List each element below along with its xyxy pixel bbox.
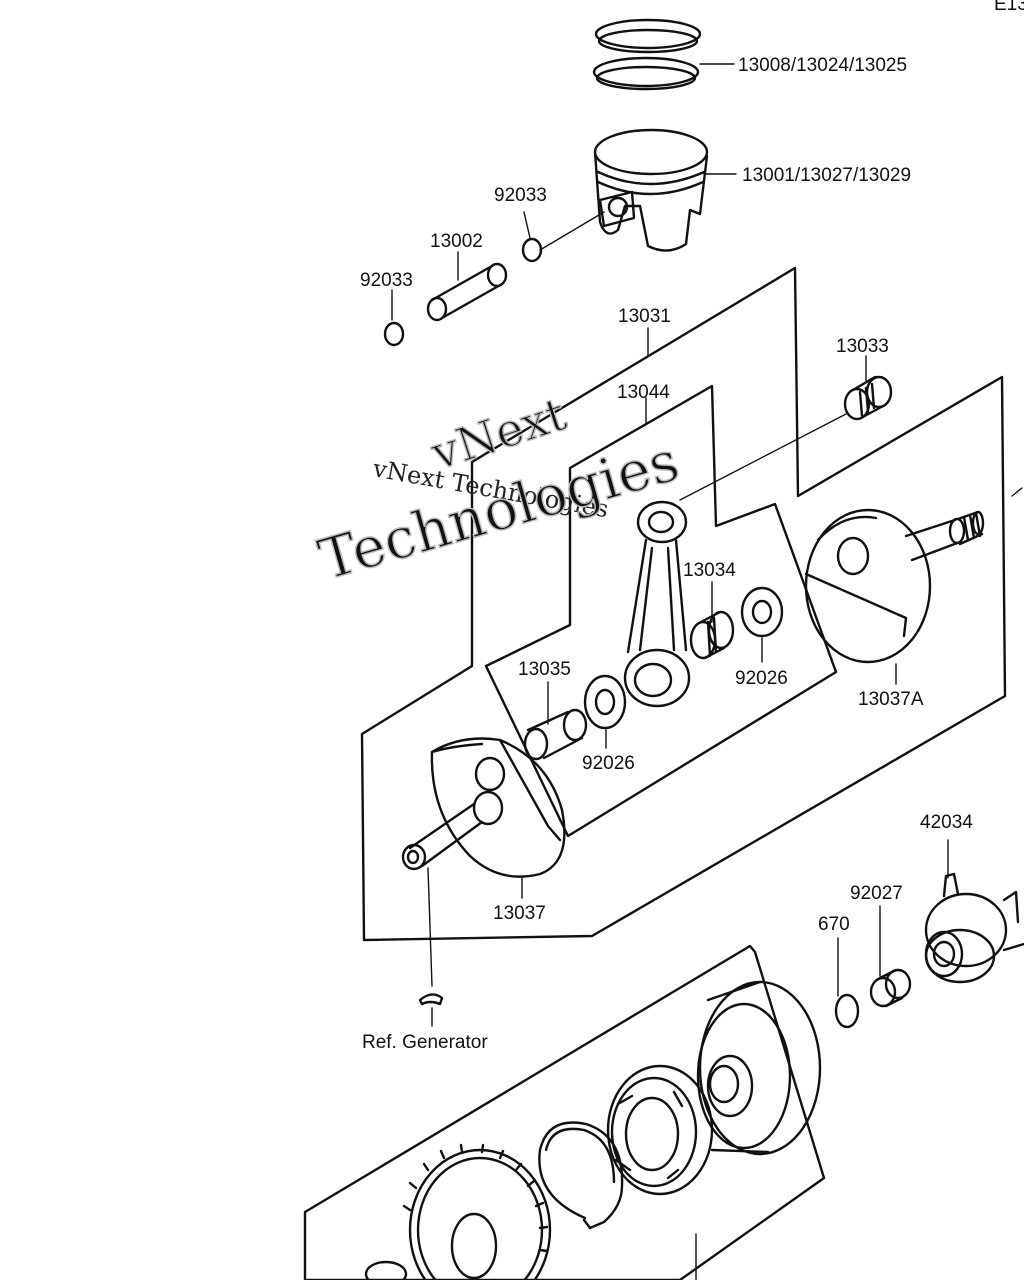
thrust-washer-right <box>740 586 784 638</box>
piston-pin <box>426 262 508 322</box>
big-end-bearing <box>689 610 735 660</box>
label-clip-lower: 92033 <box>360 270 413 291</box>
label-circlip: 670 <box>818 914 850 935</box>
label-ref-generator: Ref. Generator <box>362 1032 488 1053</box>
large-circlip-inner <box>544 1127 616 1184</box>
label-clip-upper: 92033 <box>494 185 547 206</box>
label-crank-pin: 13035 <box>518 659 571 680</box>
conrod-assembly-outline <box>484 384 838 838</box>
large-circlip <box>538 1121 624 1230</box>
small-circlip <box>834 993 860 1029</box>
piston-rings <box>592 18 702 91</box>
label-rings: 13008/13024/13025 <box>738 55 907 76</box>
label-crank-left: 13037 <box>493 903 546 924</box>
thrust-washer-left <box>583 674 627 730</box>
clutch-drum <box>606 1064 714 1196</box>
connecting-rod <box>623 500 691 708</box>
label-small-end-bearing: 13033 <box>836 336 889 357</box>
page-code: E13 <box>994 0 1024 15</box>
label-washer-right: 92026 <box>735 668 788 689</box>
piston <box>593 128 709 252</box>
crank-pin <box>523 708 588 761</box>
label-piston: 13001/13027/13029 <box>742 165 911 186</box>
crank-half-left <box>401 737 566 878</box>
gear <box>402 1143 552 1285</box>
bottom-bearing <box>364 1260 408 1285</box>
crank-half-right <box>804 508 985 664</box>
circlip-lower <box>383 321 405 347</box>
leader-lines <box>391 63 1023 1281</box>
part-labels: E13 13008/13024/13025 13001/13027/13029 … <box>360 0 1024 1053</box>
lower-assembly-outline <box>303 944 826 1282</box>
woodruff-key <box>418 993 444 1006</box>
label-big-end-bearing: 13034 <box>683 560 736 581</box>
label-hub: 42034 <box>920 812 973 833</box>
hub <box>924 872 1024 984</box>
watermark: vNext vNext Technologies Technologies <box>311 386 687 595</box>
label-conrod: 13044 <box>617 382 670 403</box>
circlip-upper <box>521 237 543 263</box>
label-collar: 92027 <box>850 883 903 904</box>
label-washer-left: 92026 <box>582 753 635 774</box>
collar <box>869 968 912 1008</box>
label-crank-right: 13037A <box>858 689 924 710</box>
label-crank-assembly: 13031 <box>618 306 671 327</box>
label-pin: 13002 <box>430 231 483 252</box>
small-end-bearing <box>843 375 893 421</box>
clutch-housing <box>696 980 822 1156</box>
crank-assembly-outline <box>360 266 1007 942</box>
